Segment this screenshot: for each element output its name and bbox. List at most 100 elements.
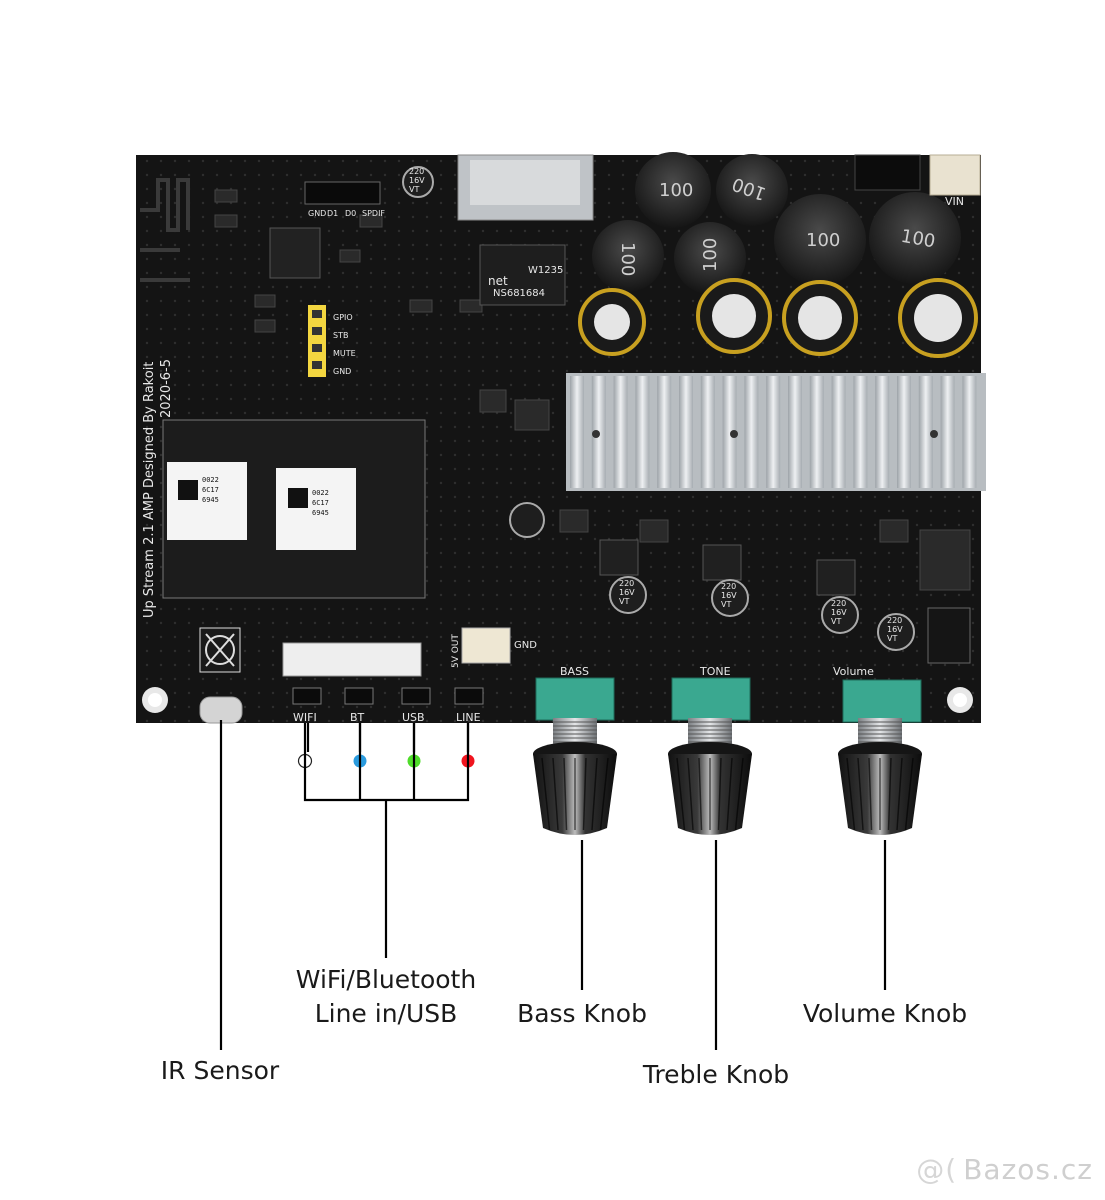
potentiometers [535,677,922,723]
module-code: 0022 [312,489,329,497]
capacitor-label: 16V [619,588,635,597]
header-side-label: GND [333,367,351,376]
knob-shaft [858,718,902,746]
pcb-board: Up Stream 2.1 AMP Designed By Rakoit 202… [136,152,986,724]
heatsink-fin [744,376,759,488]
board-date: 2020-6-5 [159,359,174,418]
capacitor-label: 16V [887,625,903,634]
capacitor-label: VT [721,600,731,609]
at-icon: @( [916,1153,958,1186]
header-side-label: MUTE [333,349,356,358]
heatsink-fin [853,376,868,488]
board-vertical-text: Up Stream 2.1 AMP Designed By Rakoit [142,362,157,618]
knob-label: BASS [560,665,589,678]
rotary-knob [533,718,617,835]
watermark-text: Bazos.cz [963,1153,1093,1186]
gnd-label: GND [514,640,537,651]
knob-ridge [541,757,551,831]
ir-sensor-label: IR Sensor [160,1056,280,1085]
heatsink-fin [962,376,977,488]
led-indicators [297,753,475,769]
heatsink-fin [766,376,781,488]
knob-ridge [904,757,914,831]
heatsink-fin [809,376,824,488]
chip-bottom-code: NS681684 [493,288,545,299]
knob-shaft [553,718,597,746]
knobs [533,718,922,835]
knob-ridge [591,757,598,831]
heatsink-fin [722,376,737,488]
heatsink-fin [897,376,911,488]
power-capacitors [578,278,978,358]
capacitor-label: 16V [831,608,847,617]
heatsink-fin [940,376,955,488]
chip-top-code: W1235 [528,265,563,276]
heatsink-fin [613,376,628,488]
heatsink [566,373,986,491]
knob-ridge [726,757,733,831]
chip-brand: net [488,274,508,288]
capacitor-label: VT [619,597,629,606]
knob-ridge [687,757,694,831]
input-label-line2: Line in/USB [314,999,458,1028]
heatsink-fin [700,376,715,488]
knob-ridge [698,757,703,831]
led-label: BT [350,711,365,724]
capacitor-label: 220 [409,167,424,176]
rotary-knob [838,718,922,835]
knob-label: Volume [833,665,874,678]
knob-ridge [846,757,856,831]
five-v-out-label: 5V OUT [451,634,461,668]
heatsink-fin [570,376,584,488]
capacitor-label: 220 [721,582,736,591]
bass-knob-label: Bass Knob [517,999,647,1028]
inductor-mark: 100 [700,238,721,272]
inductor-mark: 100 [659,180,693,201]
heatsink-fin [875,376,890,488]
heatsink-fin [679,376,693,488]
callout-lines [219,720,887,1050]
header-top-label: D1 [327,209,338,218]
capacitor-label: VT [409,185,419,194]
capacitor-label: 220 [619,579,634,588]
capacitor-label: 220 [887,616,902,625]
header-side-label: STB [333,331,348,340]
knob-ridge [868,757,873,831]
knob-ridge [734,757,744,831]
capacitor-label: 16V [409,176,425,185]
inductor-mark: 100 [617,242,638,276]
rotary-knob [668,718,752,835]
capacitor-label: VT [887,634,897,643]
volume-knob-label: Volume Knob [802,999,968,1028]
heatsink-fin [831,376,846,488]
treble-knob-label: Treble Knob [642,1060,790,1089]
capacitor-label: VT [831,617,841,626]
knob-shaft [688,718,732,746]
capacitor-label: 220 [831,599,846,608]
led-label: USB [402,711,425,724]
knob-ridge [896,757,903,831]
knob-ridge [582,757,587,831]
led-label: LINE [456,711,481,724]
watermark: @(Bazos.cz [916,1153,1093,1186]
knob-ridge [563,757,568,831]
inductor-mark: 100 [806,230,840,251]
capacitor-label: 16V [721,591,737,600]
heatsink-fin [918,376,933,488]
module-code: 6945 [312,509,329,517]
module-code: 6945 [202,496,219,504]
knob-ridge [717,757,722,831]
input-label-line1: WiFi/Bluetooth [295,965,477,994]
inductors [592,152,961,294]
knob-label: TONE [699,665,731,678]
knob-ridge [599,757,609,831]
module-code: 6C17 [312,499,329,507]
header-top-label: GND [308,209,326,218]
knob-ridge [552,757,559,831]
heatsink-fin [635,376,650,488]
module-code: 6C17 [202,486,219,494]
knob-ridge [857,757,864,831]
knob-ridge [887,757,892,831]
header-top-label: SPDIF [362,209,385,218]
